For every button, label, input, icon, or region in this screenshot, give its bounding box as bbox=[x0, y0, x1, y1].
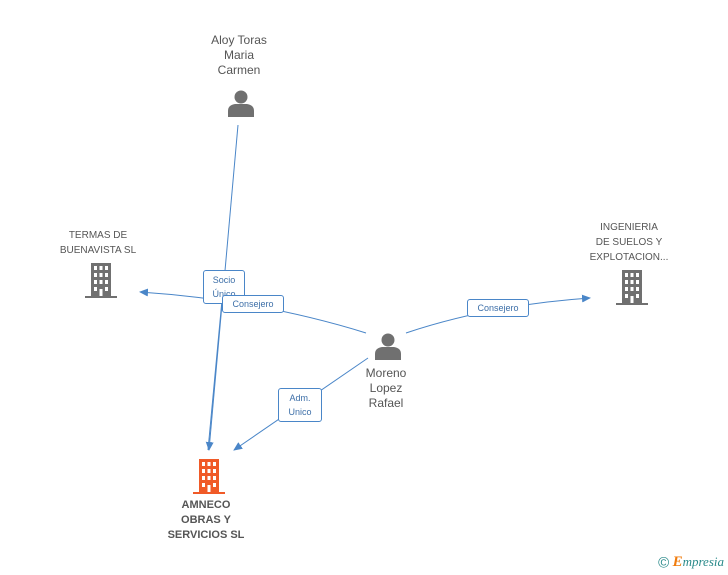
edge-label-adm-unico: Adm. Unico bbox=[278, 388, 322, 422]
label-line: Consejero bbox=[477, 303, 519, 313]
label-line: INGENIERIA bbox=[600, 222, 658, 233]
label-line: Lopez bbox=[369, 381, 403, 395]
person-icon[interactable] bbox=[374, 332, 402, 360]
label-line: BUENAVISTA SL bbox=[59, 245, 137, 256]
label-line: Rafael bbox=[368, 396, 404, 410]
person-node-aloy-label: Aloy Toras Maria Carmen bbox=[189, 33, 289, 78]
edge-secondary-amneco bbox=[207, 299, 223, 451]
label-line: Aloy Toras bbox=[211, 33, 267, 47]
label-line: Maria bbox=[223, 48, 254, 62]
label-line: Unico bbox=[288, 407, 312, 417]
label-line: Socio bbox=[212, 275, 236, 285]
label-line: Único bbox=[212, 289, 236, 299]
edge-label-consejero-termas: Consejero bbox=[222, 295, 284, 313]
label-line: Adm. bbox=[289, 393, 311, 403]
brand-name: mpresia bbox=[682, 553, 724, 569]
company-node-amneco-label: AMNECO OBRAS Y SERVICIOS SL bbox=[146, 498, 266, 543]
company-node-termas-label: TERMAS DE BUENAVISTA SL bbox=[38, 228, 158, 258]
copyright-symbol: © bbox=[658, 554, 670, 571]
label-line: EXPLOTACION... bbox=[589, 252, 669, 263]
label-line: Consejero bbox=[232, 299, 274, 309]
person-icon[interactable] bbox=[227, 89, 255, 117]
brand-initial: E bbox=[672, 553, 683, 570]
main-building-icon[interactable] bbox=[193, 459, 225, 494]
label-line: SERVICIOS SL bbox=[167, 529, 245, 541]
label-line: TERMAS DE bbox=[68, 230, 128, 241]
label-line: AMNECO bbox=[181, 499, 231, 511]
edge-label-consejero-ingenieria: Consejero bbox=[467, 299, 529, 317]
company-node-ingenieria-label: INGENIERIA DE SUELOS Y EXPLOTACION... bbox=[569, 220, 689, 265]
label-line: Moreno bbox=[365, 366, 407, 380]
building-icon[interactable] bbox=[616, 270, 648, 305]
person-node-moreno-label: Moreno Lopez Rafael bbox=[336, 366, 436, 411]
building-icon[interactable] bbox=[85, 263, 117, 298]
label-line: Carmen bbox=[217, 63, 261, 77]
label-line: OBRAS Y bbox=[181, 514, 231, 526]
label-line: DE SUELOS Y bbox=[595, 237, 663, 248]
footer-brand: © Empresia bbox=[658, 554, 724, 571]
